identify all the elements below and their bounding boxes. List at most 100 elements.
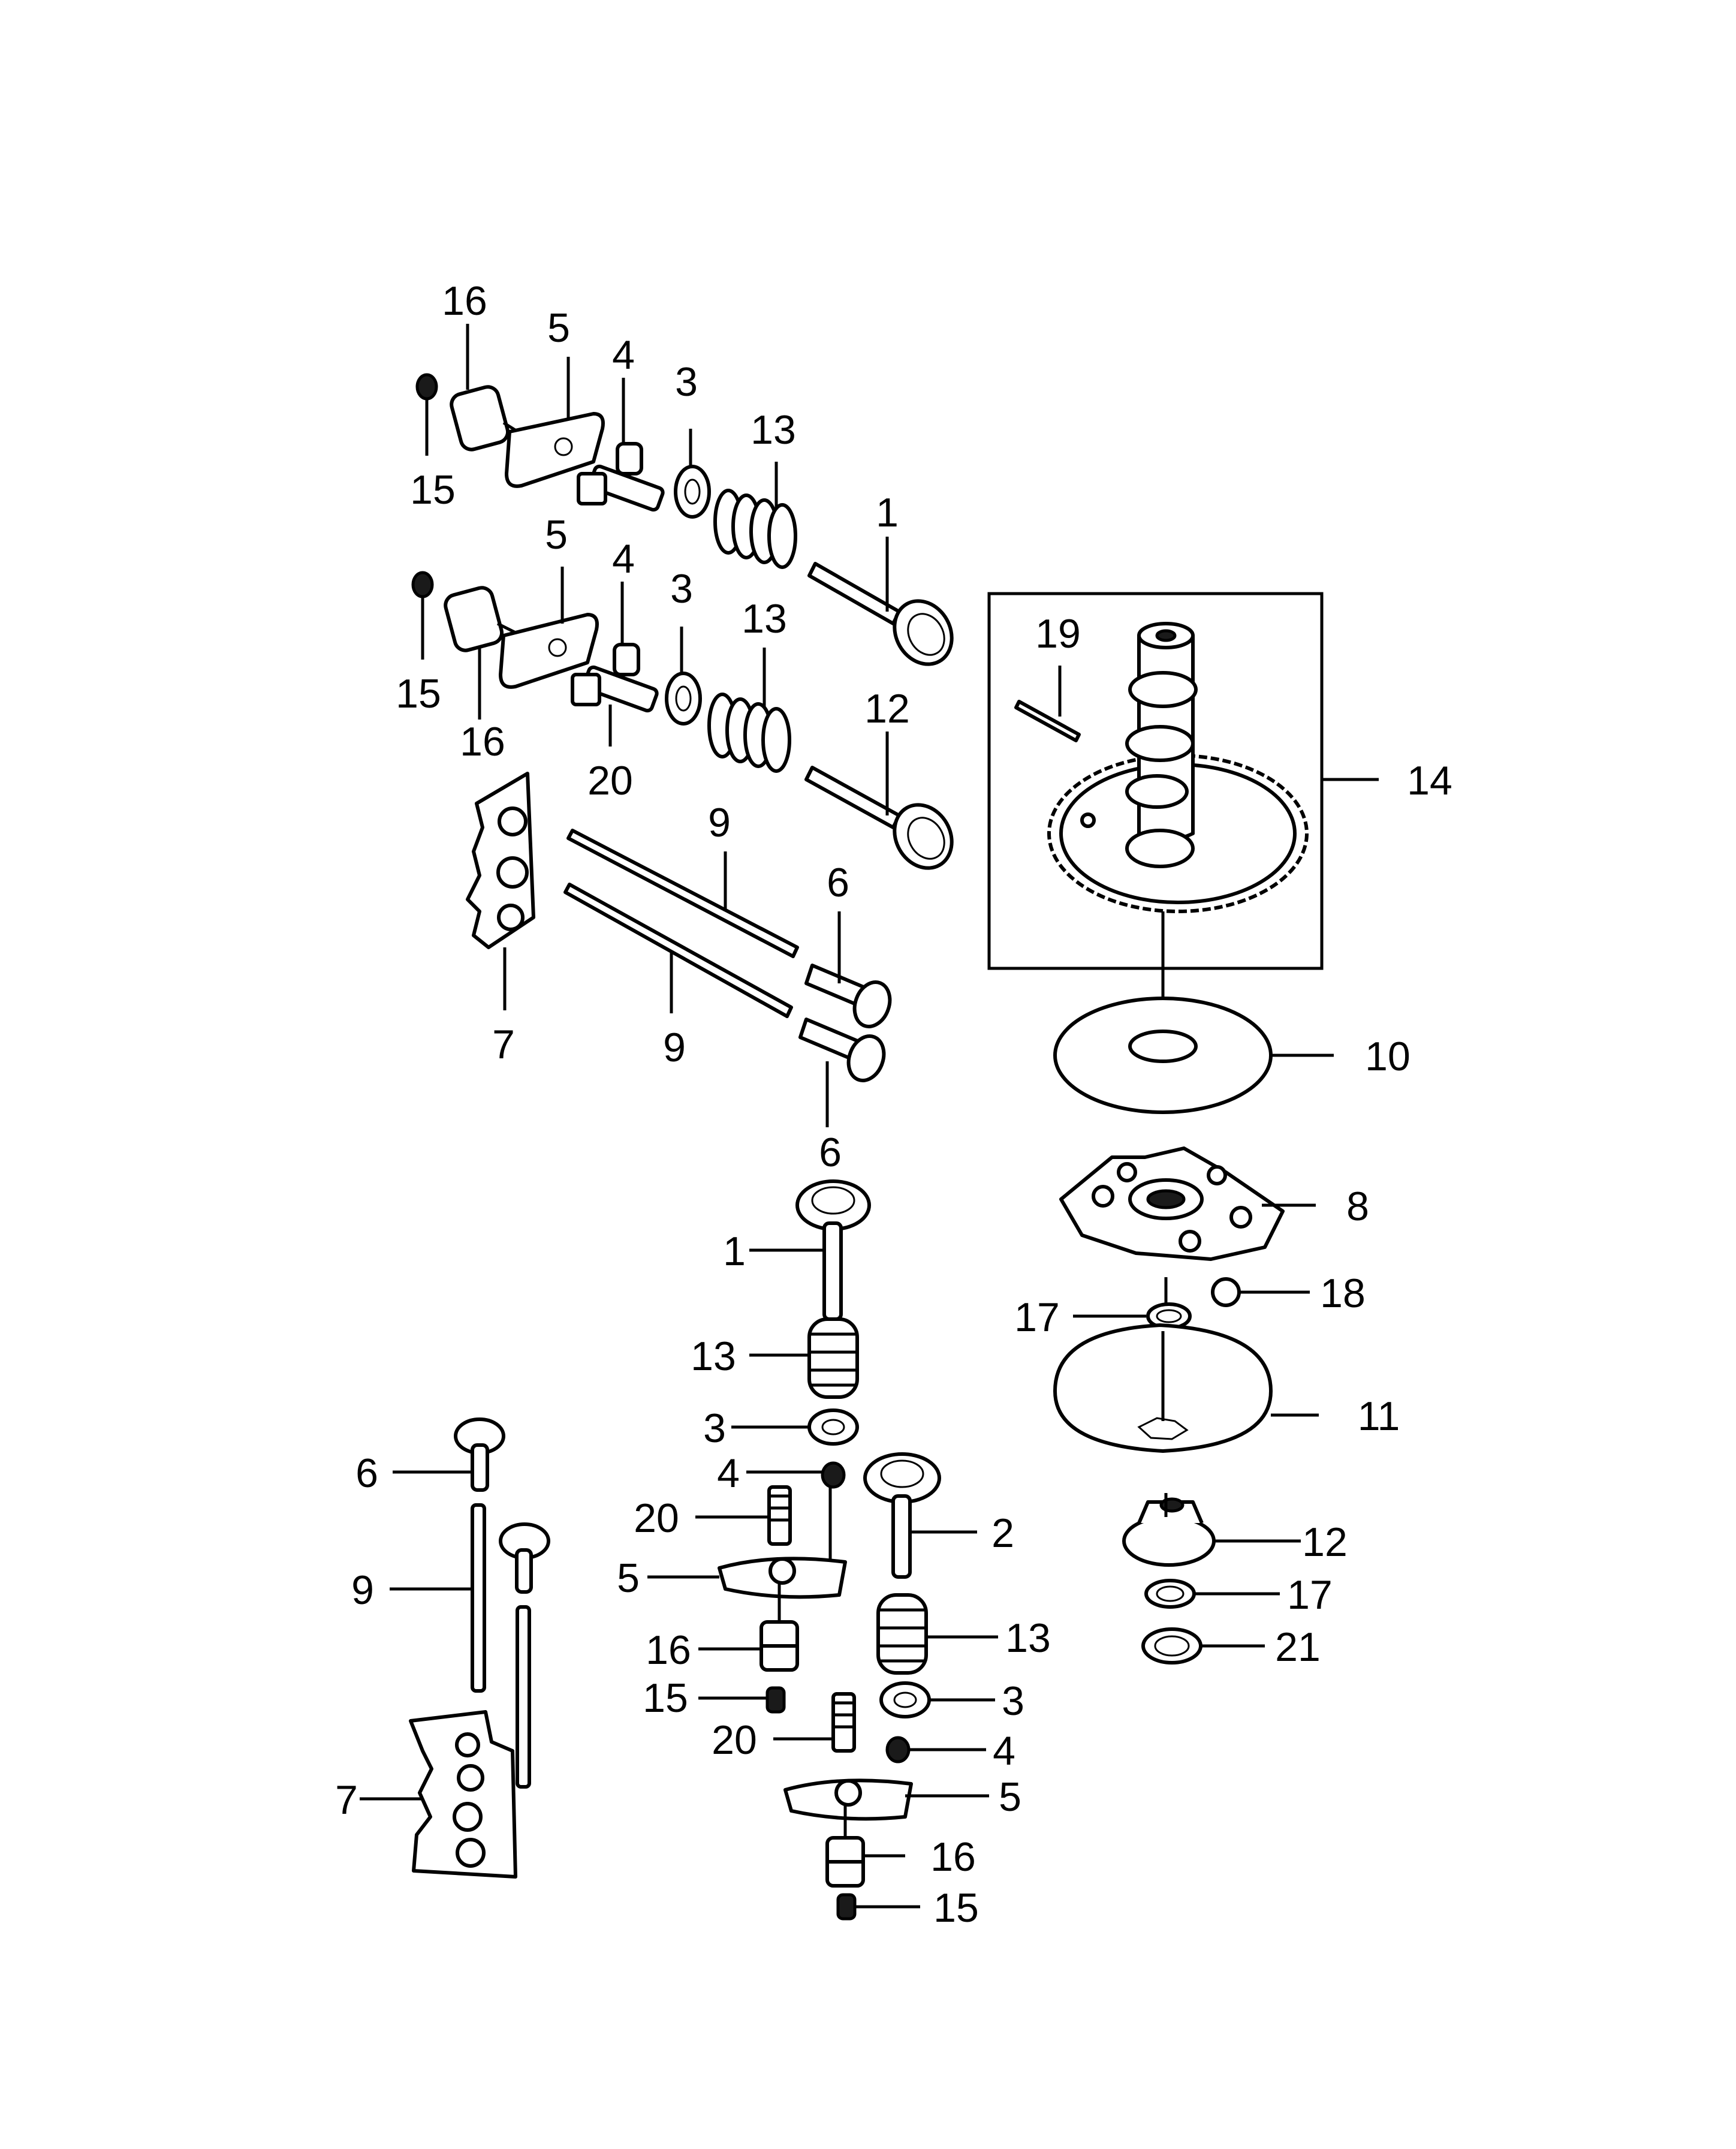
pin-19 (1014, 666, 1081, 742)
callout-3-lower: 3 (1002, 1678, 1024, 1724)
callout-4-center: 4 (717, 1450, 740, 1496)
middle-rocker-assembly (411, 567, 954, 870)
adjuster-nut-15-upper (415, 373, 438, 456)
callout-1-top: 1 (876, 490, 899, 535)
callout-17-lower: 17 (1287, 1572, 1333, 1618)
callout-4-middle: 4 (612, 536, 635, 582)
pivot-nut-16-lower (825, 1836, 905, 1888)
rocker-arm-5-upper (505, 357, 605, 488)
callout-15-top: 15 (410, 467, 456, 513)
stud-20-upper (577, 464, 665, 512)
tappet-6-lower-left (393, 1417, 505, 1492)
callout-7-upper: 7 (492, 1022, 515, 1067)
pivot-nut-16-middle (444, 586, 523, 720)
callout-13-top: 13 (751, 407, 796, 453)
tappet-6-upper (804, 911, 892, 1028)
pivot-4-middle (613, 582, 640, 676)
washer-21 (1141, 1627, 1265, 1665)
callout-15-lower: 15 (933, 1885, 979, 1931)
callout-4-lower: 4 (993, 1728, 1015, 1774)
pivot-nut-16-center (698, 1620, 799, 1672)
washer-10 (1053, 997, 1334, 1114)
callout-3-top: 3 (675, 359, 698, 405)
camshaft-assembly-box (987, 592, 1379, 1013)
callout-15-middle: 15 (396, 671, 441, 717)
callout-8: 8 (1346, 1184, 1369, 1229)
clip-17-lower (1144, 1579, 1280, 1609)
callout-13-middle: 13 (742, 596, 787, 642)
callout-14: 14 (1407, 758, 1452, 803)
upper-rocker-assembly (415, 324, 954, 666)
callout-9-left: 9 (351, 1567, 374, 1613)
callout-20-lower: 20 (712, 1717, 757, 1763)
clip-17-upper (1073, 1277, 1192, 1330)
callout-9-upper: 9 (708, 800, 731, 845)
callout-6-upper: 6 (827, 860, 849, 905)
retainer-3-center (731, 1408, 859, 1446)
rocker-arm-5-middle (499, 567, 599, 689)
callout-6-lower: 6 (819, 1130, 842, 1175)
callout-12-middle: 12 (864, 686, 910, 732)
push-rod-9-lower-left (390, 1503, 486, 1693)
valve-1-upper (807, 537, 954, 666)
callout-2: 2 (991, 1510, 1014, 1556)
rocker-arm-5-lower (783, 1778, 989, 1844)
pivot-4-upper (616, 378, 643, 475)
adjuster-nut-15-center (698, 1686, 786, 1714)
pivot-4-lower (885, 1736, 986, 1763)
push-rod-9-lower-right (499, 1522, 550, 1789)
callout-3-center: 3 (703, 1405, 726, 1451)
callout-16-top: 16 (442, 278, 487, 324)
gear-12-right (1122, 1493, 1301, 1567)
callout-1-center: 1 (723, 1229, 746, 1274)
callout-6-left: 6 (355, 1450, 378, 1496)
adjuster-nut-15-middle (411, 571, 434, 660)
spring-13-center (749, 1317, 859, 1399)
callout-5-lower: 5 (999, 1774, 1021, 1820)
spring-13-upper (713, 462, 797, 569)
camshaft-gear-14 (1047, 622, 1309, 1013)
callout-7-left: 7 (335, 1777, 358, 1823)
spring-13-lower (876, 1593, 998, 1675)
callout-15-center: 15 (643, 1675, 688, 1721)
retainer-3-lower (879, 1681, 995, 1718)
valve-1-center (749, 1179, 871, 1321)
governor-8 (1059, 1146, 1316, 1261)
callout-16-center: 16 (646, 1627, 691, 1673)
callout-20-center: 20 (634, 1495, 679, 1541)
spring-13-middle (707, 648, 791, 773)
callout-5-center: 5 (617, 1555, 640, 1601)
callout-13-lower: 13 (1005, 1615, 1051, 1661)
ball-18 (1211, 1277, 1310, 1307)
retainer-3-middle (665, 627, 702, 726)
callout-17-upper: 17 (1014, 1295, 1060, 1340)
callout-16-middle: 16 (460, 719, 505, 765)
callout-5-middle: 5 (545, 512, 568, 558)
retainer-3-upper (674, 429, 711, 519)
callout-12-right: 12 (1302, 1519, 1348, 1565)
governor-cup-11 (1053, 1323, 1319, 1453)
adjuster-nut-15-lower (836, 1893, 920, 1921)
callout-13-center: 13 (691, 1334, 736, 1379)
callout-16-lower: 16 (930, 1834, 976, 1880)
callout-9-lower: 9 (663, 1025, 686, 1070)
rocker-arm-5-center (647, 1557, 847, 1622)
callout-labels: 16 5 4 3 13 1 15 5 4 3 13 15 16 20 12 19… (335, 278, 1452, 1931)
pivot-4-center (746, 1461, 846, 1559)
tappet-6-lower (798, 1018, 886, 1127)
stud-20-center (695, 1485, 792, 1546)
push-rod-9-upper (566, 829, 799, 958)
valve-2-center (863, 1452, 977, 1579)
callout-18: 18 (1320, 1271, 1366, 1316)
callout-3-middle: 3 (670, 566, 693, 612)
valve-12-middle (804, 732, 954, 870)
push-rod-9-lower (563, 883, 793, 1018)
push-rod-guide-plate-upper (466, 772, 535, 1010)
callout-10: 10 (1365, 1034, 1410, 1079)
push-rod-guide-plate-lower (360, 1710, 517, 1879)
callout-19: 19 (1035, 611, 1081, 657)
callout-20-middle: 20 (587, 758, 633, 803)
stud-20-lower (773, 1692, 856, 1753)
callout-5-top: 5 (547, 305, 570, 351)
